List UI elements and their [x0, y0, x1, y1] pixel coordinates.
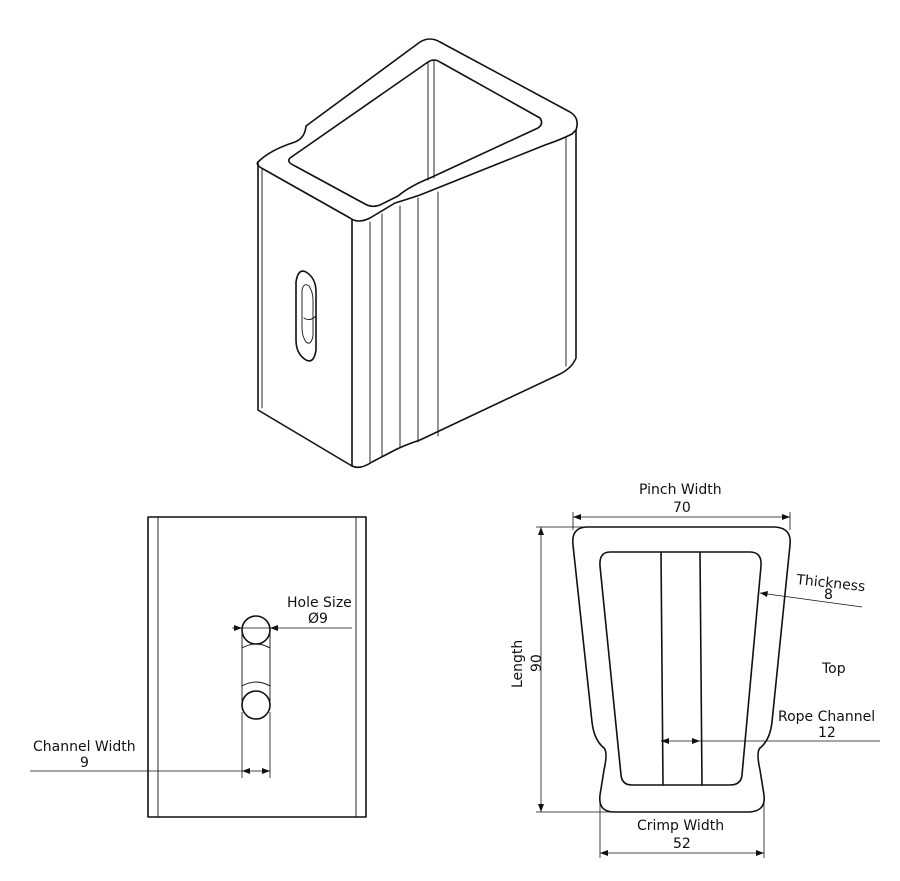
arrow — [600, 850, 608, 856]
iso-top-rim-inner — [288, 59, 543, 208]
iso-left-face — [257, 161, 353, 467]
arrow — [262, 768, 270, 774]
top-inner-profile — [599, 551, 762, 786]
side-outline — [147, 516, 367, 818]
top-view-label: Top — [821, 661, 846, 677]
rope-channel-value: 12 — [818, 725, 836, 741]
slot-curve — [241, 681, 271, 687]
crimp-width-value: 52 — [673, 836, 691, 852]
arrow — [538, 527, 544, 535]
iso-front-face — [351, 129, 577, 469]
iso-slot-detail — [303, 315, 317, 321]
rope-channel-line — [699, 551, 703, 786]
channel-width-label: Channel Width — [33, 739, 136, 755]
arrow — [760, 591, 768, 597]
length-value: 90 — [529, 654, 545, 672]
rope-channel-line — [660, 551, 664, 786]
arrow — [234, 625, 242, 631]
isometric-view — [256, 38, 578, 469]
hole-size-label: Hole Size — [287, 595, 352, 611]
slot-bottom-circle — [241, 690, 271, 720]
iso-top-rim-outer — [256, 38, 578, 222]
pinch-width-value: 70 — [673, 500, 691, 516]
slot-curve — [241, 643, 271, 649]
channel-width-value: 9 — [80, 755, 89, 771]
iso-slot-hole — [295, 270, 317, 362]
thickness-label: Thickness — [795, 572, 866, 595]
length-label: Length — [510, 640, 526, 688]
iso-slot-inner — [301, 284, 314, 344]
thickness-value: 8 — [824, 587, 833, 603]
arrow — [756, 850, 764, 856]
hole-size-value: Ø9 — [308, 611, 328, 627]
arrow — [242, 768, 250, 774]
arrow — [782, 514, 790, 520]
arrow — [573, 514, 581, 520]
arrow — [661, 738, 669, 744]
thickness-leader — [759, 592, 863, 608]
slot-top-circle — [241, 615, 271, 645]
top-outer-profile — [571, 526, 792, 813]
top-view — [536, 512, 880, 858]
crimp-width-label: Crimp Width — [637, 818, 724, 834]
rope-channel-label: Rope Channel — [778, 709, 875, 725]
arrow — [692, 738, 700, 744]
pinch-width-label: Pinch Width — [639, 482, 722, 498]
side-view — [30, 516, 367, 818]
arrow — [538, 804, 544, 812]
arrow — [270, 625, 278, 631]
